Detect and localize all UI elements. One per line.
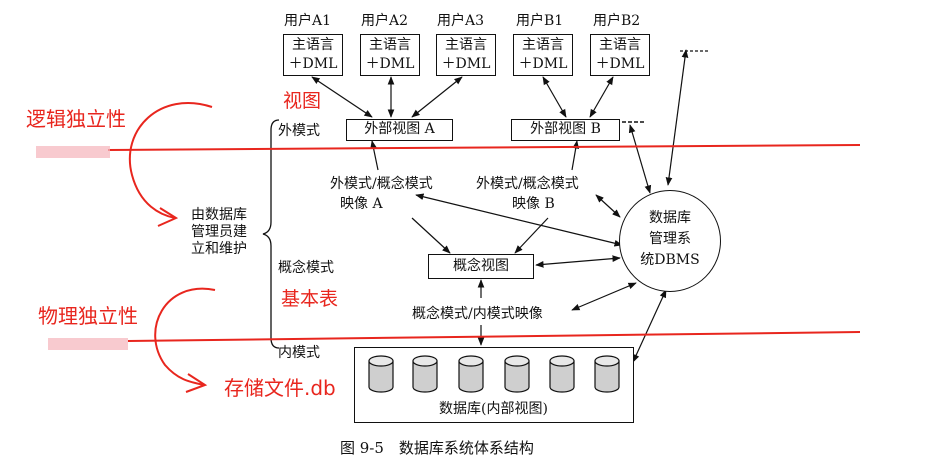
maintained-by-line: 由数据库 [191, 207, 247, 223]
arrow-dbms-storage [632, 289, 667, 363]
dbms-line: 统DBMS [640, 252, 700, 268]
database-cylinders [368, 355, 620, 393]
mapping-a-line: 外模式/概念模式 [330, 176, 433, 192]
user-label: 用户A1 [284, 13, 332, 29]
external-level-label: 外模式 [278, 123, 320, 139]
user-label: 用户A3 [437, 13, 485, 29]
mapping-a-label: 外模式/概念模式 映像 A [330, 174, 433, 214]
physical-independence-arrowhead [185, 373, 208, 393]
base-table-annotation: 基本表 [281, 288, 339, 310]
arrow-dbms-view-b [628, 124, 652, 194]
host-language-box: 主语言 ＋DML [513, 34, 573, 76]
left-brace [262, 119, 280, 349]
physical-independence-line [127, 331, 861, 342]
maintained-by-line: 立和维护 [191, 241, 247, 257]
mapping-a-line: 映像 A [340, 196, 383, 212]
host-language-label: 主语言 [445, 37, 487, 53]
host-language-label: 主语言 [292, 37, 334, 53]
dbms-line: 管理系 [649, 231, 691, 247]
physical-independence-annotation: 物理独立性 [38, 304, 138, 328]
mapping-b-label: 外模式/概念模式 映像 B [476, 174, 579, 214]
database-cylinder-icon [549, 355, 575, 393]
host-language-box: 主语言 ＋DML [436, 34, 496, 76]
internal-level-label: 内模式 [278, 345, 320, 361]
highlight-strip-logical [36, 146, 110, 158]
host-language-box: 主语言 ＋DML [360, 34, 420, 76]
arrow-view-a-mapping [370, 140, 379, 171]
dml-label: ＋DML [288, 56, 338, 72]
external-view-b: 外部视图 B [511, 119, 620, 141]
user-label: 用户B1 [516, 13, 564, 29]
user-label: 用户A2 [361, 13, 409, 29]
database-cylinder-icon [412, 355, 438, 393]
mapping-b-line: 映像 B [512, 196, 555, 212]
arrow-dbms-mapping-a [415, 193, 623, 247]
storage-file-annotation: 存储文件.db [224, 376, 336, 400]
arrow-a3-view-a [411, 76, 463, 118]
host-language-label: 主语言 [522, 37, 564, 53]
database-cylinder-icon [458, 355, 484, 393]
arrow-mapping-a-conceptual [411, 217, 451, 254]
host-language-label: 主语言 [599, 37, 641, 53]
host-language-label: 主语言 [369, 37, 411, 53]
arrow-dbms-conc-internal [571, 282, 637, 311]
mapping-b-line: 外模式/概念模式 [476, 176, 579, 192]
maintained-by-line: 管理员建 [191, 224, 247, 240]
logical-independence-annotation: 逻辑独立性 [26, 107, 126, 131]
arrow-b1-view-b [542, 76, 567, 118]
host-language-box: 主语言 ＋DML [590, 34, 650, 76]
database-cylinder-icon [504, 355, 530, 393]
conceptual-level-label: 概念模式 [278, 260, 334, 276]
conceptual-view: 概念视图 [428, 254, 534, 279]
dbms-circle: 数据库 管理系 统DBMS [619, 190, 721, 292]
dml-label: ＋DML [365, 56, 415, 72]
dml-label: ＋DML [518, 56, 568, 72]
arrow-dbms-mapping-b [595, 194, 621, 218]
conceptual-internal-mapping-label: 概念模式/内模式映像 [412, 306, 543, 322]
dbms-line: 数据库 [649, 210, 691, 226]
external-view-a: 外部视图 A [346, 119, 453, 141]
arrow-b2-view-b [589, 76, 614, 118]
database-cylinder-icon [594, 355, 620, 393]
arrow-dbms-user [665, 49, 689, 186]
arrow-a1-view-a [311, 76, 373, 118]
view-annotation: 视图 [283, 90, 322, 112]
dml-label: ＋DML [595, 56, 645, 72]
database-cylinder-icon [368, 355, 394, 393]
maintained-by-label: 由数据库 管理员建 立和维护 [191, 207, 247, 258]
dml-label: ＋DML [441, 56, 491, 72]
highlight-strip-physical [48, 338, 128, 350]
arrow-view-b-mapping [571, 140, 580, 171]
database-storage-box: 数据库(内部视图) [354, 347, 634, 423]
host-language-box: 主语言 ＋DML [283, 34, 343, 76]
logical-independence-curve [129, 102, 213, 219]
logical-independence-arrowhead [157, 207, 179, 227]
physical-independence-curve [154, 287, 216, 386]
user-label: 用户B2 [593, 13, 641, 29]
logical-independence-line [107, 144, 861, 151]
arrow-dbms-conceptual [535, 255, 621, 268]
figure-caption: 图 9-5 数据库系统体系结构 [340, 439, 534, 457]
storage-label: 数据库(内部视图) [439, 401, 548, 417]
